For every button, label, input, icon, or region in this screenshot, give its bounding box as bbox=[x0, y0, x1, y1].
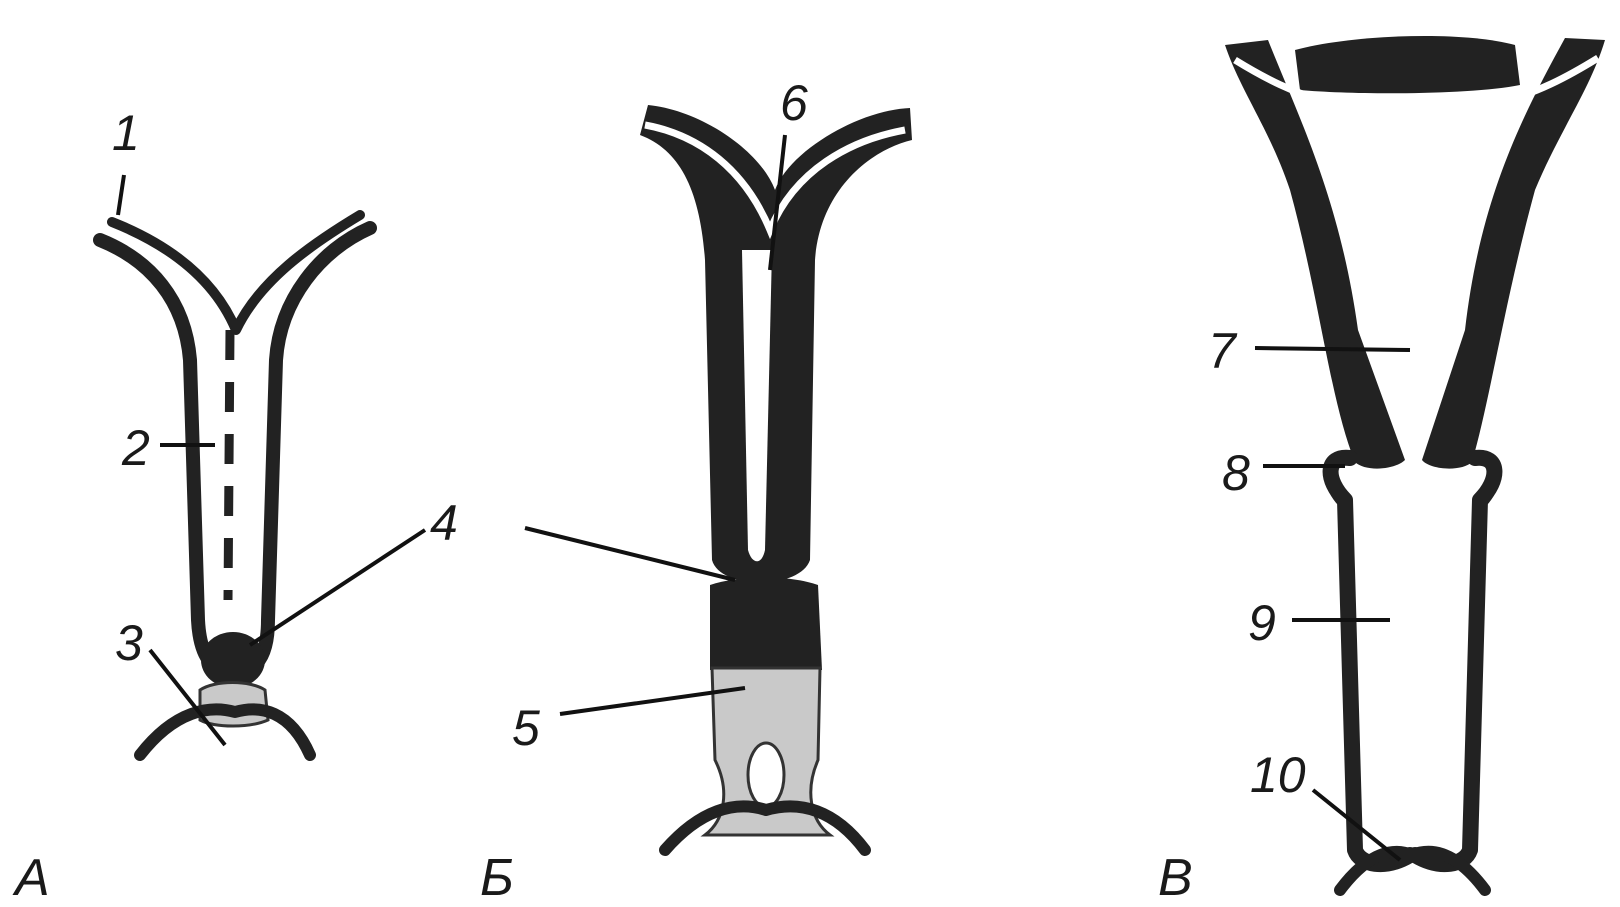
label-3: 3 bbox=[115, 615, 143, 671]
leader-1 bbox=[118, 175, 124, 215]
label-2: 2 bbox=[121, 420, 150, 476]
label-7: 7 bbox=[1208, 323, 1238, 379]
label-5: 5 bbox=[512, 700, 540, 756]
label-1: 1 bbox=[112, 105, 140, 161]
label-4: 4 bbox=[430, 495, 458, 551]
label-9: 9 bbox=[1248, 595, 1276, 651]
leader-4b bbox=[525, 528, 735, 580]
label-6: 6 bbox=[780, 75, 808, 131]
panel-a-figure bbox=[100, 215, 370, 755]
label-10: 10 bbox=[1250, 747, 1306, 803]
label-8: 8 bbox=[1222, 445, 1250, 501]
panel-label-a: А bbox=[12, 849, 50, 907]
panel-label-b: Б bbox=[480, 849, 514, 907]
leader-7 bbox=[1255, 348, 1410, 350]
panel-label-c: В bbox=[1158, 849, 1193, 907]
